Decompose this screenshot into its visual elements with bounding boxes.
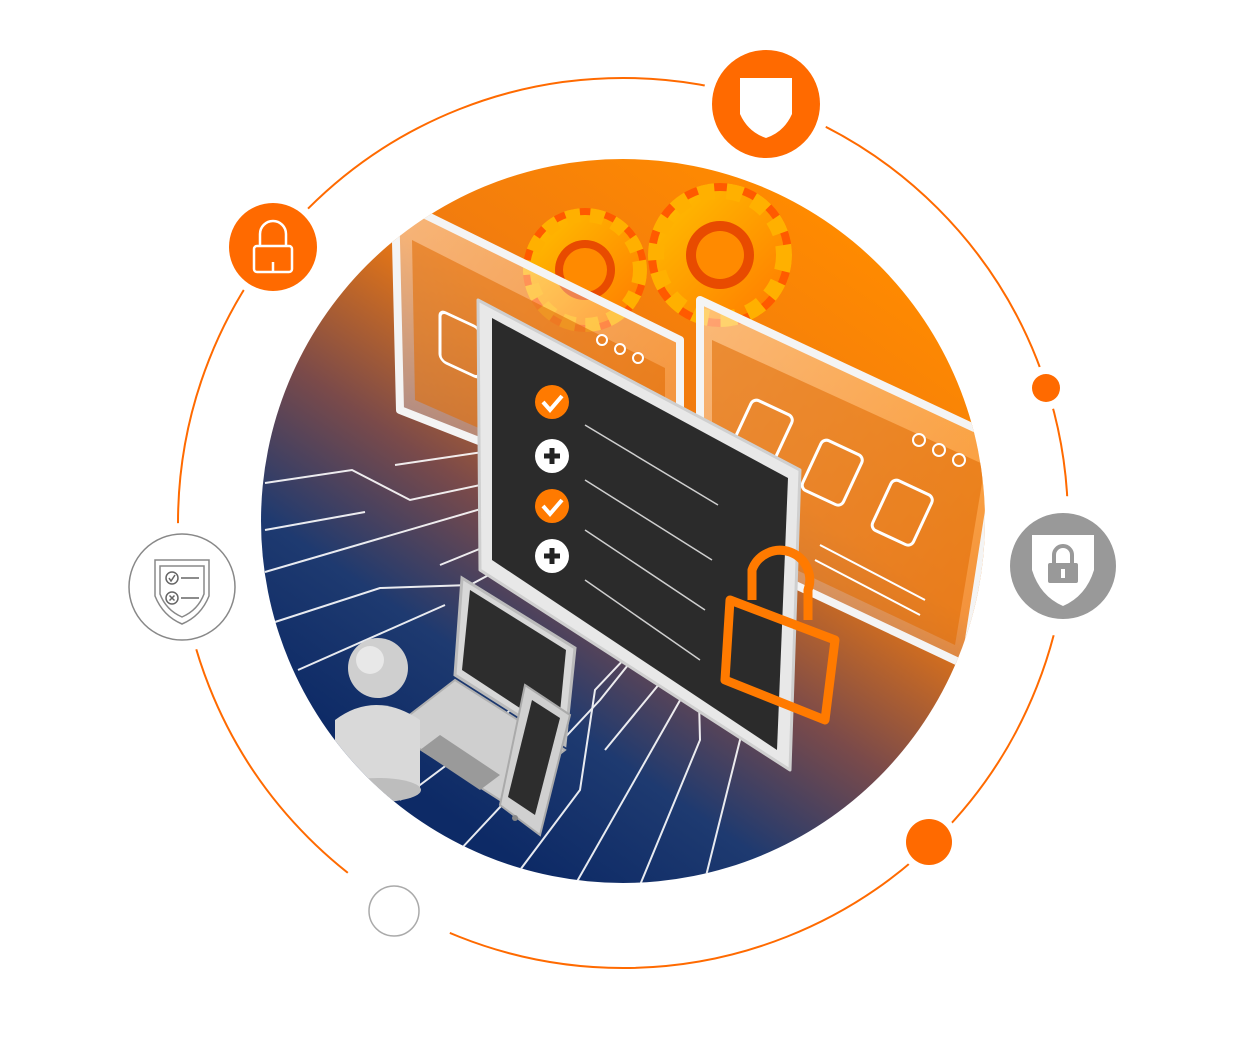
orbit-dot-outline <box>368 885 420 937</box>
checkmark-icon <box>535 385 569 419</box>
checkmark-icon <box>535 489 569 523</box>
plus-icon <box>535 539 569 573</box>
orbit-dot-large <box>906 819 952 865</box>
central-monitor <box>476 298 802 772</box>
padlock-icon <box>229 203 317 291</box>
shield-padlock-icon <box>1010 513 1116 619</box>
phone-icon <box>498 683 572 837</box>
orbit-dot-small <box>1032 374 1060 402</box>
shield-checklist-icon <box>128 533 236 641</box>
shield-icon <box>712 50 820 158</box>
padlock-3d-icon <box>720 545 840 725</box>
plus-icon <box>535 439 569 473</box>
